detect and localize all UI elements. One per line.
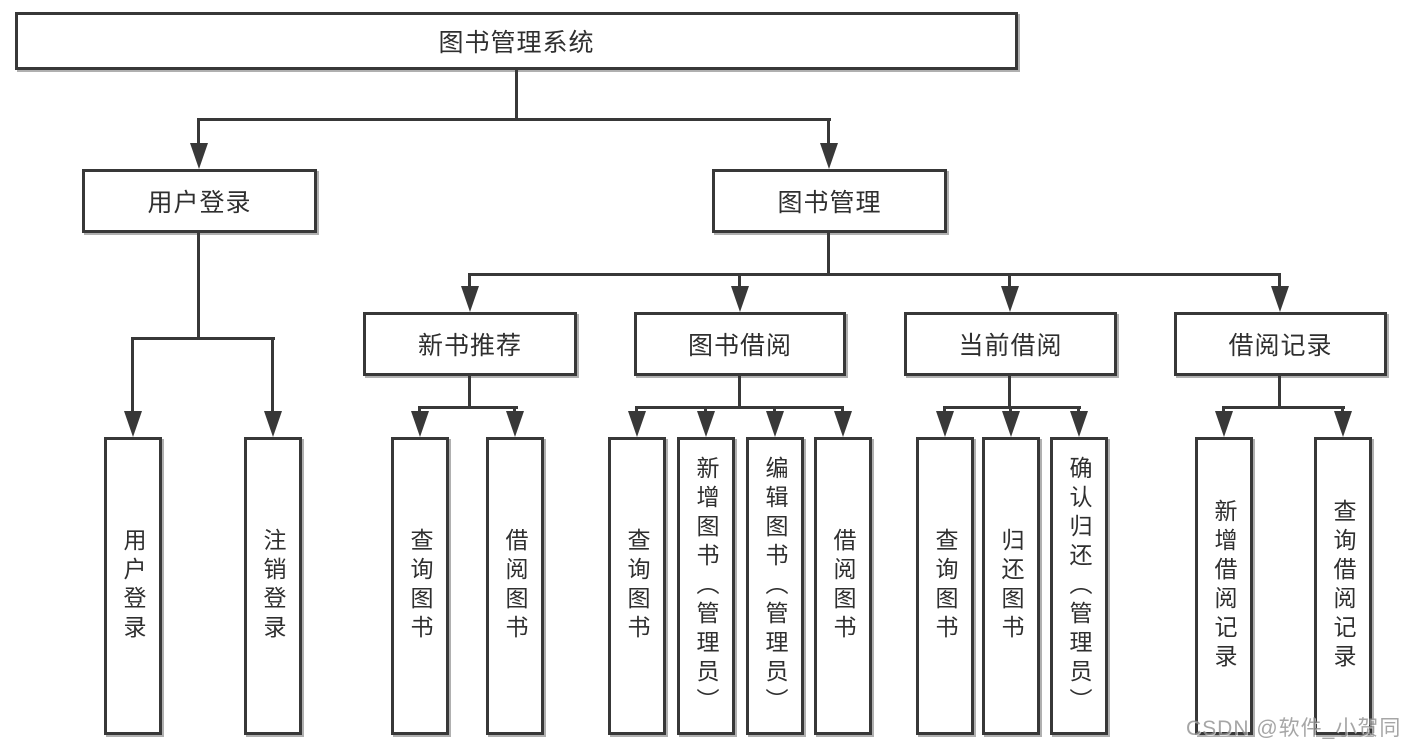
node-book-borrow: 图书借阅 bbox=[634, 312, 846, 376]
connector-current-stem bbox=[1008, 376, 1011, 409]
arrow-down-icon bbox=[190, 143, 208, 169]
node-book-management: 图书管理 bbox=[712, 169, 947, 233]
connector-current-bus bbox=[943, 406, 1081, 409]
connector-new-rec-bus bbox=[418, 406, 518, 409]
connector-record-stem bbox=[1278, 376, 1281, 409]
connector-to-book-borrow bbox=[738, 273, 741, 289]
node-new-book-recommend: 新书推荐 bbox=[363, 312, 577, 376]
node-leaf-add-books-admin: 新增图书（管理员） bbox=[677, 437, 735, 735]
node-library-system: 图书管理系统 bbox=[15, 12, 1018, 70]
node-user-login: 用户登录 bbox=[82, 169, 317, 233]
arrow-down-icon bbox=[1070, 411, 1088, 437]
arrow-down-icon bbox=[1001, 286, 1019, 312]
node-leaf-logout: 注销登录 bbox=[244, 437, 302, 735]
arrow-down-icon bbox=[461, 286, 479, 312]
connector-to-book-mgmt bbox=[827, 118, 830, 146]
connector-book-borrow-bus bbox=[635, 406, 844, 409]
node-leaf-add-borrow-record: 新增借阅记录 bbox=[1195, 437, 1253, 735]
arrow-down-icon bbox=[124, 411, 142, 437]
connector-level1-bus bbox=[197, 118, 831, 121]
arrow-down-icon bbox=[766, 411, 784, 437]
node-borrow-record: 借阅记录 bbox=[1174, 312, 1387, 376]
arrow-down-icon bbox=[628, 411, 646, 437]
connector-to-user-login bbox=[197, 118, 200, 146]
connector-new-rec-stem bbox=[468, 376, 471, 409]
arrow-down-icon bbox=[264, 411, 282, 437]
connector-to-borrow-record bbox=[1278, 273, 1281, 289]
arrow-down-icon bbox=[411, 411, 429, 437]
arrow-down-icon bbox=[820, 143, 838, 169]
arrow-down-icon bbox=[697, 411, 715, 437]
node-leaf-query-books-borrow: 查询图书 bbox=[608, 437, 666, 735]
arrow-down-icon bbox=[1334, 411, 1352, 437]
node-leaf-user-login: 用户登录 bbox=[104, 437, 162, 735]
connector-to-leaf-logout bbox=[271, 337, 274, 413]
arrow-down-icon bbox=[1215, 411, 1233, 437]
arrow-down-icon bbox=[834, 411, 852, 437]
connector-book-mgmt-stem bbox=[827, 233, 830, 276]
node-leaf-return-books: 归还图书 bbox=[982, 437, 1040, 735]
node-leaf-borrow-books-rec: 借阅图书 bbox=[486, 437, 544, 735]
node-current-borrow: 当前借阅 bbox=[904, 312, 1117, 376]
arrow-down-icon bbox=[936, 411, 954, 437]
connector-level2-bus bbox=[468, 273, 1281, 276]
connector-user-login-bus bbox=[131, 337, 275, 340]
connector-to-current-borrow bbox=[1008, 273, 1011, 289]
connector-root-stem bbox=[515, 70, 518, 118]
connector-to-new-book-rec bbox=[468, 273, 471, 289]
arrow-down-icon bbox=[1271, 286, 1289, 312]
arrow-down-icon bbox=[1002, 411, 1020, 437]
arrow-down-icon bbox=[506, 411, 524, 437]
arrow-down-icon bbox=[731, 286, 749, 312]
csdn-watermark: CSDN @软件_小贺同学 bbox=[1186, 717, 1402, 740]
node-leaf-confirm-return-admin: 确认归还（管理员） bbox=[1050, 437, 1108, 735]
connector-book-borrow-stem bbox=[738, 376, 741, 409]
connector-to-leaf-user-login bbox=[131, 337, 134, 413]
connector-record-bus bbox=[1222, 406, 1345, 409]
node-leaf-query-borrow-record: 查询借阅记录 bbox=[1314, 437, 1372, 735]
node-leaf-borrow-books: 借阅图书 bbox=[814, 437, 872, 735]
node-leaf-edit-books-admin: 编辑图书（管理员） bbox=[746, 437, 804, 735]
node-leaf-query-books-rec: 查询图书 bbox=[391, 437, 449, 735]
node-leaf-query-books-current: 查询图书 bbox=[916, 437, 974, 735]
connector-user-login-stem bbox=[197, 233, 200, 340]
